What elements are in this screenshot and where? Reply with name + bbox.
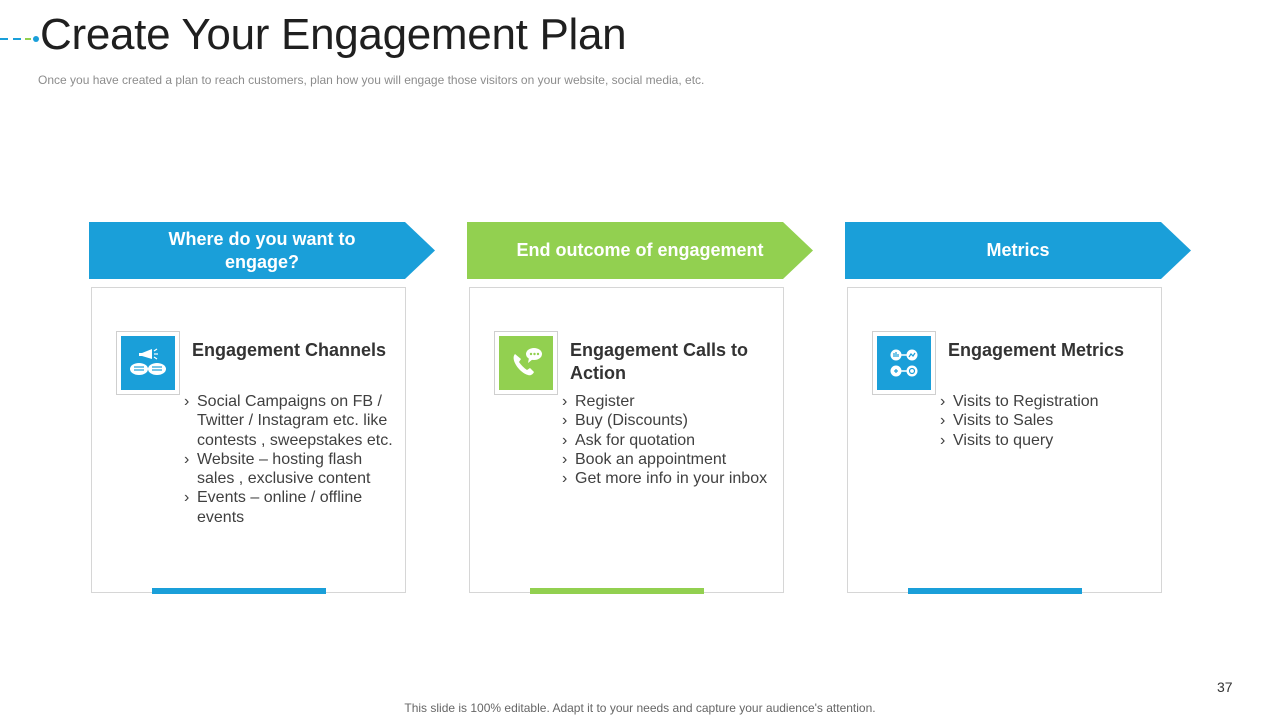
icon-frame <box>872 331 936 395</box>
bullet-chevron-icon: › <box>562 450 568 468</box>
card-calls-to-action: Engagement Calls to Action ›Register ›Bu… <box>469 287 784 594</box>
list-item: ›Events – online / offline events <box>184 489 363 526</box>
bullet-chevron-icon: › <box>562 470 568 488</box>
page-number: 37 <box>1217 679 1233 695</box>
bullet-chevron-icon: › <box>940 431 946 449</box>
page-subtitle: Once you have created a plan to reach cu… <box>38 73 705 87</box>
banner-label: End outcome of engagement <box>516 240 764 260</box>
card-engagement-metrics: Engagement Metrics ›Visits to Registrati… <box>847 287 1162 594</box>
bullet-chevron-icon: › <box>184 393 190 410</box>
list-item: ›Visits to query <box>940 431 1054 449</box>
card-list: ›Visits to Registration ›Visits to Sales… <box>940 392 1155 450</box>
banner-metrics: Metrics <box>845 222 1191 279</box>
list-item: ›Website – hosting flash sales , exclusi… <box>184 450 371 488</box>
card-title: Engagement Channels <box>192 340 387 360</box>
phone-chat-icon <box>499 336 553 390</box>
card-engagement-channels: Engagement Channels ›Social Campaigns on… <box>91 287 406 594</box>
card-accent-bar <box>530 588 704 594</box>
icon-frame <box>116 331 180 395</box>
banner-where-to-engage: Where do you want to engage? <box>89 222 435 279</box>
bullet-chevron-icon: › <box>184 450 190 468</box>
page-title: Create Your Engagement Plan <box>40 10 627 59</box>
bullet-chevron-icon: › <box>562 412 568 430</box>
list-item: ›Visits to Registration <box>940 393 1099 410</box>
footer-note: This slide is 100% editable. Adapt it to… <box>404 701 876 715</box>
card-list: ›Social Campaigns on FB / Twitter / Inst… <box>184 392 399 527</box>
list-item: ›Get more info in your inbox <box>562 470 768 488</box>
card-title: Engagement Metrics <box>948 340 1125 360</box>
card-accent-bar <box>908 588 1082 594</box>
banner-label: Where do you want to engage? <box>168 228 356 272</box>
banner-label: Metrics <box>986 240 1050 260</box>
title-decoration <box>0 36 39 42</box>
list-item: ›Book an appointment <box>562 450 727 468</box>
list-item: ›Visits to Sales <box>940 412 1054 430</box>
metrics-gauges-icon <box>877 336 931 390</box>
bullet-chevron-icon: › <box>940 393 946 410</box>
bullet-chevron-icon: › <box>562 393 568 410</box>
megaphone-speech-bubbles-icon <box>121 336 175 390</box>
list-item: ›Ask for quotation <box>562 431 696 449</box>
card-list: ›Register ›Buy (Discounts) ›Ask for quot… <box>562 392 777 488</box>
icon-frame <box>494 331 558 395</box>
banner-end-outcome: End outcome of engagement <box>467 222 813 279</box>
bullet-chevron-icon: › <box>940 412 946 430</box>
list-item: ›Social Campaigns on FB / Twitter / Inst… <box>184 393 393 449</box>
list-item: ›Buy (Discounts) <box>562 412 688 430</box>
bullet-chevron-icon: › <box>184 489 190 507</box>
bullet-chevron-icon: › <box>562 431 568 449</box>
card-accent-bar <box>152 588 326 594</box>
list-item: ›Register <box>562 393 635 410</box>
card-title: Engagement Calls to Action <box>570 340 749 383</box>
